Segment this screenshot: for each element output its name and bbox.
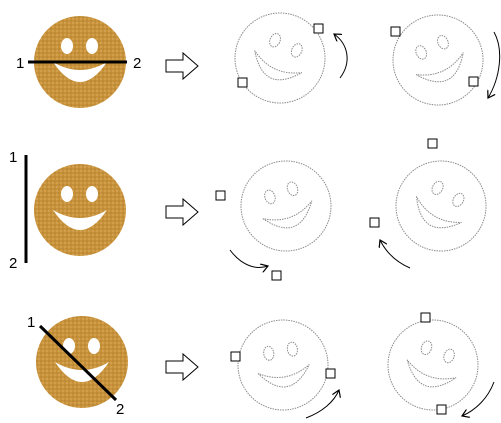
- square-marker-icon: [421, 313, 430, 322]
- square-marker-icon: [370, 218, 379, 227]
- outline-smiley-3b: [375, 307, 490, 422]
- right-arrow-icon: [166, 199, 198, 225]
- square-marker-icon: [437, 405, 446, 414]
- outline-smiley-1a: [220, 0, 340, 118]
- square-marker-icon: [238, 78, 247, 87]
- start-label-3: 1: [27, 314, 35, 331]
- end-label-3: 2: [116, 401, 124, 418]
- rotate-arrow-icon: [462, 382, 494, 416]
- row-2: 1 2: [9, 139, 501, 280]
- square-marker-icon: [314, 24, 323, 33]
- square-marker-icon: [326, 369, 335, 378]
- start-label-1: 1: [16, 55, 24, 72]
- start-label-2: 1: [9, 149, 17, 166]
- rotate-arrow-icon: [488, 32, 500, 98]
- rotate-arrow-icon: [306, 390, 339, 418]
- filled-smiley-2: [34, 164, 126, 256]
- outline-smiley-1b: [378, 0, 498, 120]
- filled-smiley-3: [36, 316, 128, 408]
- square-marker-icon: [216, 191, 225, 200]
- end-label-1: 2: [133, 55, 141, 72]
- row-3: 1 2: [27, 307, 494, 422]
- square-marker-icon: [428, 139, 437, 148]
- square-marker-icon: [469, 77, 478, 86]
- rotate-arrow-icon: [334, 34, 347, 78]
- square-marker-icon: [231, 352, 240, 361]
- rotate-arrow-icon: [230, 250, 268, 267]
- right-arrow-icon: [166, 354, 198, 380]
- outline-smiley-2a: [228, 148, 343, 263]
- outline-smiley-2b: [380, 145, 501, 268]
- rotate-arrow-icon: [380, 240, 410, 268]
- outline-smiley-3a: [231, 313, 335, 417]
- end-label-2: 2: [9, 255, 17, 272]
- square-marker-icon: [272, 271, 281, 280]
- row-1: 1 2: [16, 0, 500, 120]
- right-arrow-icon: [166, 53, 198, 79]
- square-marker-icon: [391, 27, 400, 36]
